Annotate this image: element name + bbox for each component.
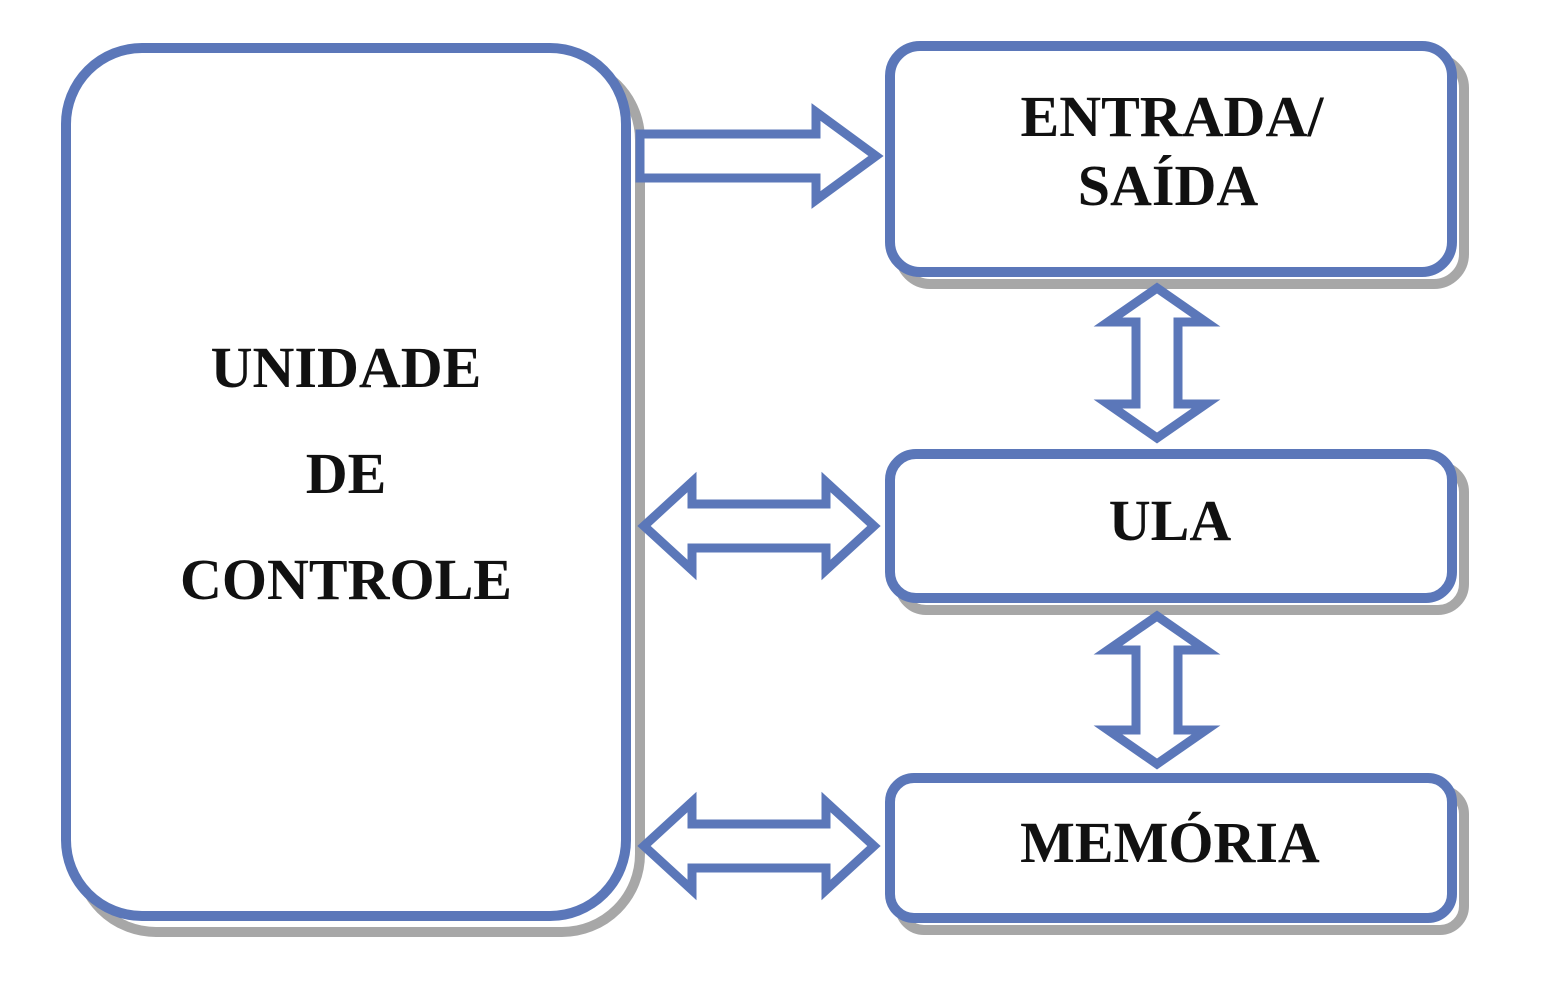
arrow-control-memory xyxy=(637,791,881,901)
arrow-alu-memory xyxy=(1093,610,1221,770)
memory-label: MEMÓRIA xyxy=(1020,810,1320,875)
memory-box xyxy=(885,773,1457,923)
control-unit-block: UNIDADE DE CONTROLE xyxy=(61,43,645,937)
io-label-line1: ENTRADA/ xyxy=(1021,84,1325,149)
control-unit-box xyxy=(61,43,631,921)
alu-label: ULA xyxy=(1109,488,1232,553)
alu-block: ULA xyxy=(885,449,1469,615)
io-label-line2: SAÍDA xyxy=(1078,153,1259,218)
alu-box xyxy=(885,449,1457,603)
io-block: ENTRADA/ SAÍDA xyxy=(885,41,1469,289)
arrow-control-alu xyxy=(637,471,881,581)
arrow-io-alu xyxy=(1093,282,1221,444)
control-unit-label-line2: DE xyxy=(306,441,387,506)
control-unit-label-line1: UNIDADE xyxy=(211,335,482,400)
io-box xyxy=(885,41,1457,277)
control-unit-label-line3: CONTROLE xyxy=(180,547,512,612)
arrow-control-to-io xyxy=(635,103,884,209)
memory-block: MEMÓRIA xyxy=(885,773,1469,935)
